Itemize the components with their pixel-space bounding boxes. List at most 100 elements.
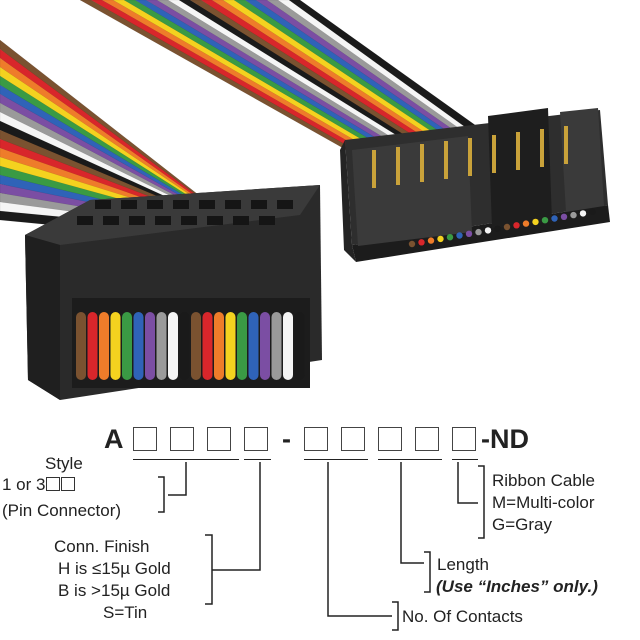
finish-underline [244, 459, 271, 460]
wire-end [408, 240, 416, 248]
socket-hole [77, 216, 93, 225]
wire-end [503, 223, 511, 231]
header-pin [540, 129, 544, 167]
finish-h-label: H is ≤15µ Gold [58, 559, 171, 578]
ribbon-g-label: G=Gray [492, 515, 552, 534]
socket-hole [181, 216, 197, 225]
socket-hole [199, 200, 215, 209]
pin-connector-label: (Pin Connector) [2, 501, 122, 520]
wire-end [494, 225, 501, 232]
wire-end [579, 210, 587, 217]
finish-s-label: S=Tin [103, 603, 148, 622]
wire-end [475, 228, 482, 236]
socket-wire-end [87, 312, 98, 380]
length-label: Length [437, 555, 489, 574]
style-code-box-2 [170, 427, 194, 451]
socket-wire-end [248, 312, 259, 380]
wire-end [446, 234, 454, 241]
socket-hole [259, 216, 275, 225]
ribbon-m-label: M=Multi-color [492, 493, 595, 512]
part-number-dash: - [282, 424, 291, 454]
socket-hole [129, 216, 145, 225]
socket-hole [251, 200, 267, 209]
socket-hole [225, 200, 241, 209]
socket-wire-end [260, 312, 270, 380]
contacts-code-box [304, 427, 328, 451]
socket-hole [121, 200, 137, 209]
finish-label: Conn. Finish [54, 537, 150, 556]
wire-end [589, 208, 596, 215]
header-pin [516, 132, 520, 170]
wire-end [427, 237, 435, 244]
socket-wire-end [76, 312, 86, 380]
socket-wire-end [191, 312, 201, 380]
wire-end [437, 235, 444, 243]
socket-hole [173, 200, 189, 209]
socket-connector [25, 185, 322, 400]
socket-hole [233, 216, 249, 225]
contacts-underline [304, 459, 368, 460]
wire-end [532, 218, 539, 226]
socket-wire-end [237, 312, 247, 380]
length-note: (Use “Inches” only.) [436, 577, 598, 596]
contacts-code-box-2 [341, 427, 365, 451]
style-code-box [133, 427, 157, 451]
ribbon-wire-ends [408, 208, 596, 248]
length-code-box [378, 427, 402, 451]
style-underline [133, 459, 239, 460]
socket-hole [147, 200, 163, 209]
callout-lines [158, 462, 485, 631]
wire-end [484, 227, 492, 234]
wire-end [560, 213, 568, 220]
socket-hole [155, 216, 171, 225]
style-label: Style [45, 454, 83, 473]
part-number-prefix: A [104, 424, 124, 454]
ribbon-cable-label: Ribbon Cable [492, 471, 596, 490]
header-pin [444, 141, 448, 179]
socket-wire-end [99, 312, 109, 380]
wire-end [551, 215, 558, 222]
socket-wire-end [214, 312, 224, 380]
length-code-box-2 [415, 427, 439, 451]
ribbon-underline [452, 459, 478, 460]
socket-wire-end [202, 312, 213, 380]
socket-wire-end [179, 312, 190, 380]
socket-wire-ends [76, 312, 305, 380]
socket-wire-end [294, 312, 305, 380]
socket-wire-end [156, 312, 167, 380]
socket-wire-end [133, 312, 144, 380]
contacts-label: No. Of Contacts [402, 607, 523, 626]
header-pin [372, 150, 376, 188]
part-number-suffix: -ND [481, 424, 529, 454]
wire-end [570, 211, 577, 219]
length-underline [378, 459, 442, 460]
style-digit-box [46, 477, 61, 491]
socket-wire-end [283, 312, 293, 380]
socket-wire-end [271, 312, 282, 380]
wire-end [522, 220, 530, 227]
wire-end [456, 232, 463, 239]
header-pins [372, 126, 568, 188]
ribbon-cable-top [79, 0, 476, 153]
socket-contact-holes [77, 200, 293, 225]
ribbon-code-box [452, 427, 476, 451]
header-pin [492, 135, 496, 173]
socket-hole [207, 216, 223, 225]
header-pin [420, 144, 424, 182]
header-pin [396, 147, 400, 185]
wire-end [465, 230, 473, 237]
header-connector [340, 108, 610, 262]
wire-end [541, 217, 549, 224]
finish-b-label: B is >15µ Gold [58, 581, 171, 600]
wire-end [513, 222, 520, 229]
socket-wire-end [110, 312, 121, 380]
style-code-box-3 [207, 427, 231, 451]
socket-hole [277, 200, 293, 209]
socket-wire-end [225, 312, 236, 380]
socket-wire-end [145, 312, 155, 380]
wire-end [418, 239, 425, 246]
style-option-text: 1 or 3 [2, 475, 46, 494]
socket-hole [103, 216, 119, 225]
style-digit-box-2 [61, 477, 76, 491]
socket-hole [95, 200, 111, 209]
